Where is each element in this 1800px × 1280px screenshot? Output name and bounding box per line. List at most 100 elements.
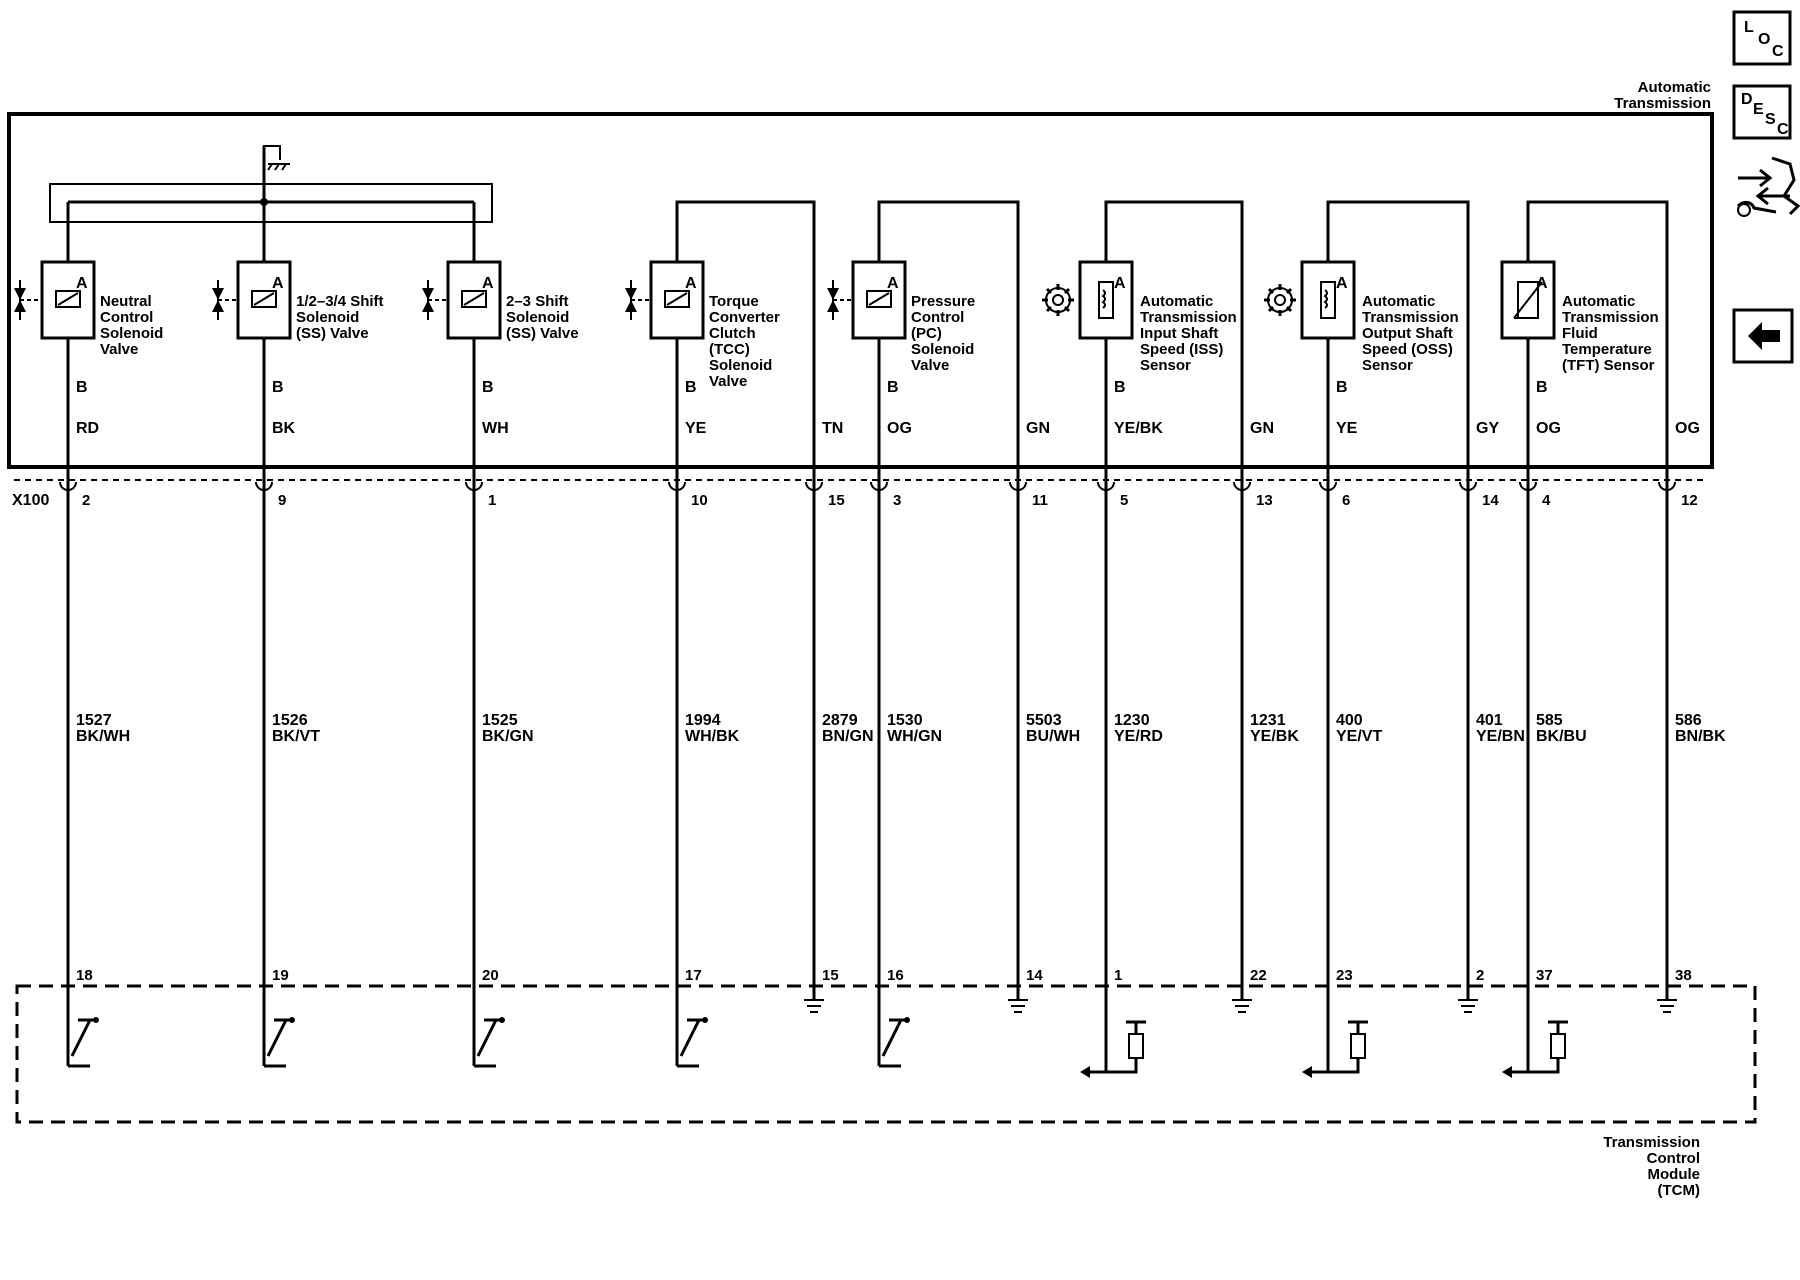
x100-cavity-5 [1097,481,1115,491]
circuit-color-401: YE/BN [1476,728,1525,745]
circuit-color-2879: BN/GN [822,728,874,745]
internal-color-5: TN [822,420,843,437]
circuit-color-1525: BK/GN [482,728,534,745]
shift-2-3-solenoid-valve-label-line-2: Solenoid [506,309,569,326]
tcc-solenoid-valve-pin-a: A [685,275,697,292]
internal-color-10: YE [1336,420,1358,437]
x100-pin-9: 9 [278,492,286,509]
pc-solenoid-symbol [827,260,907,340]
circuit-number-1231: 1231 [1250,712,1286,729]
pc-solenoid-valve-label-line-3: (PC) [911,325,942,342]
circuit-number-5503: 5503 [1026,712,1062,729]
module-label-line-1: Transmission [1603,1134,1700,1151]
tcm-pin-20: 20 [482,967,499,984]
x100-pin-12: 12 [1681,492,1698,509]
back-button[interactable] [1732,308,1794,364]
tcm-pin-19: 19 [272,967,289,984]
x100-pin-1: 1 [488,492,496,509]
connector-view-icon [1736,156,1800,217]
tcc-solenoid-valve-label-line-1: Torque [709,293,759,310]
internal-color-3: WH [482,420,509,437]
iss-sensor-label-line-5: Sensor [1140,357,1191,374]
shift-2-3-solenoid-valve-label-line-1: 2–3 Shift [506,293,569,310]
circuit-number-1525: 1525 [482,712,518,729]
pc-solenoid-valve-label-line-5: Valve [911,357,949,374]
tcc-solenoid-valve-label-line-2: Converter [709,309,780,326]
x100-cavity-10 [668,481,686,491]
shift-1-2-3-4-solenoid-valve-label-line-1: 1/2–3/4 Shift [296,293,384,310]
circuit-color-1994: WH/BK [685,728,740,745]
x100-pin-4: 4 [1542,492,1551,509]
tft-sensor-pin-b: B [1536,379,1548,396]
shift-2-3-solenoid-symbol [422,260,502,340]
internal-color-8: YE/BK [1114,420,1163,437]
desc-letter-s: S [1765,111,1776,128]
oss-sensor-symbol [1264,260,1356,340]
tcm-pin-38: 38 [1675,967,1692,984]
x100-pin-15: 15 [828,492,845,509]
x100-cavity-6 [1319,481,1337,491]
shift-1-2-3-4-solenoid-valve-label-line-3: (SS) Valve [296,325,369,342]
tcm-driver-switches [68,1017,910,1068]
x100-pin-3: 3 [893,492,901,509]
tcc-solenoid-valve-label-line-4: (TCC) [709,341,750,358]
neutral-control-solenoid-valve-label-line-1: Neutral [100,293,152,310]
desc-button[interactable]: D E S C [1732,84,1792,140]
assembly-label-line-1: Automatic [1638,79,1711,96]
shift-2-3-solenoid-valve-pin-a: A [482,275,494,292]
connector-view-button[interactable] [1736,156,1800,217]
circuit-number-586: 586 [1675,712,1702,729]
internal-color-1: RD [76,420,99,437]
case-ground-icon [267,163,290,171]
oss-sensor-label-line-4: Speed (OSS) [1362,341,1453,358]
desc-letter-d: D [1741,91,1753,108]
tft-sensor-label-line-2: Transmission [1562,309,1659,326]
iss-sensor-label-line-1: Automatic [1140,293,1213,310]
x100-pin-10: 10 [691,492,708,509]
tcc-solenoid-valve-label-line-3: Clutch [709,325,756,342]
x100-cavity-4 [1519,481,1537,491]
tcm-pin-23: 23 [1336,967,1353,984]
module-label-line-2: Control [1647,1150,1700,1167]
circuit-number-1230: 1230 [1114,712,1150,729]
circuit-number-400: 400 [1336,712,1363,729]
pc-solenoid-valve-pin-a: A [887,275,899,292]
circuit-color-5503: BU/WH [1026,728,1080,745]
pc-solenoid-valve-label-line-4: Solenoid [911,341,974,358]
circuit-color-586: BN/BK [1675,728,1726,745]
tcm-pin-17: 17 [685,967,702,984]
iss-sensor-pin-b: B [1114,379,1126,396]
x100-cavity-13 [1233,481,1251,491]
oss-sensor-pin-b: B [1336,379,1348,396]
tft-sensor-symbol [1500,260,1556,340]
tcc-solenoid-valve-pin-b: B [685,379,697,396]
x100-cavity-12 [1658,481,1676,491]
shift-1-2-3-4-solenoid-valve-label-line-2: Solenoid [296,309,359,326]
oss-sensor-label-line-5: Sensor [1362,357,1413,374]
iss-sensor-label-line-4: Speed (ISS) [1140,341,1223,358]
tft-sensor-label-line-1: Automatic [1562,293,1635,310]
loc-button[interactable]: L O C [1732,10,1792,66]
x100-cavity-2 [59,481,77,491]
circuit-color-1530: WH/GN [887,728,942,745]
internal-color-9: GN [1250,420,1274,437]
x100-connector-id: X100 [12,492,49,509]
iss-sensor-symbol [1042,260,1134,340]
shift-1-2-3-4-solenoid-valve-pin-a: A [272,275,284,292]
circuit-number-401: 401 [1476,712,1503,729]
circuit-color-1527: BK/WH [76,728,130,745]
tcm-pin-1: 1 [1114,967,1122,984]
tcc-solenoid-symbol [625,260,705,340]
x100-pin-6: 6 [1342,492,1350,509]
desc-letter-e: E [1753,101,1764,118]
oss-sensor-pin-a: A [1336,275,1348,292]
shift-1-2-3-4-solenoid-symbol [212,260,292,340]
tcm-sensor-inputs [1080,1020,1568,1078]
circuit-number-1526: 1526 [272,712,308,729]
circuit-number-2879: 2879 [822,712,858,729]
x100-cavity-9 [255,481,273,491]
pc-solenoid-valve-label-line-2: Control [911,309,964,326]
